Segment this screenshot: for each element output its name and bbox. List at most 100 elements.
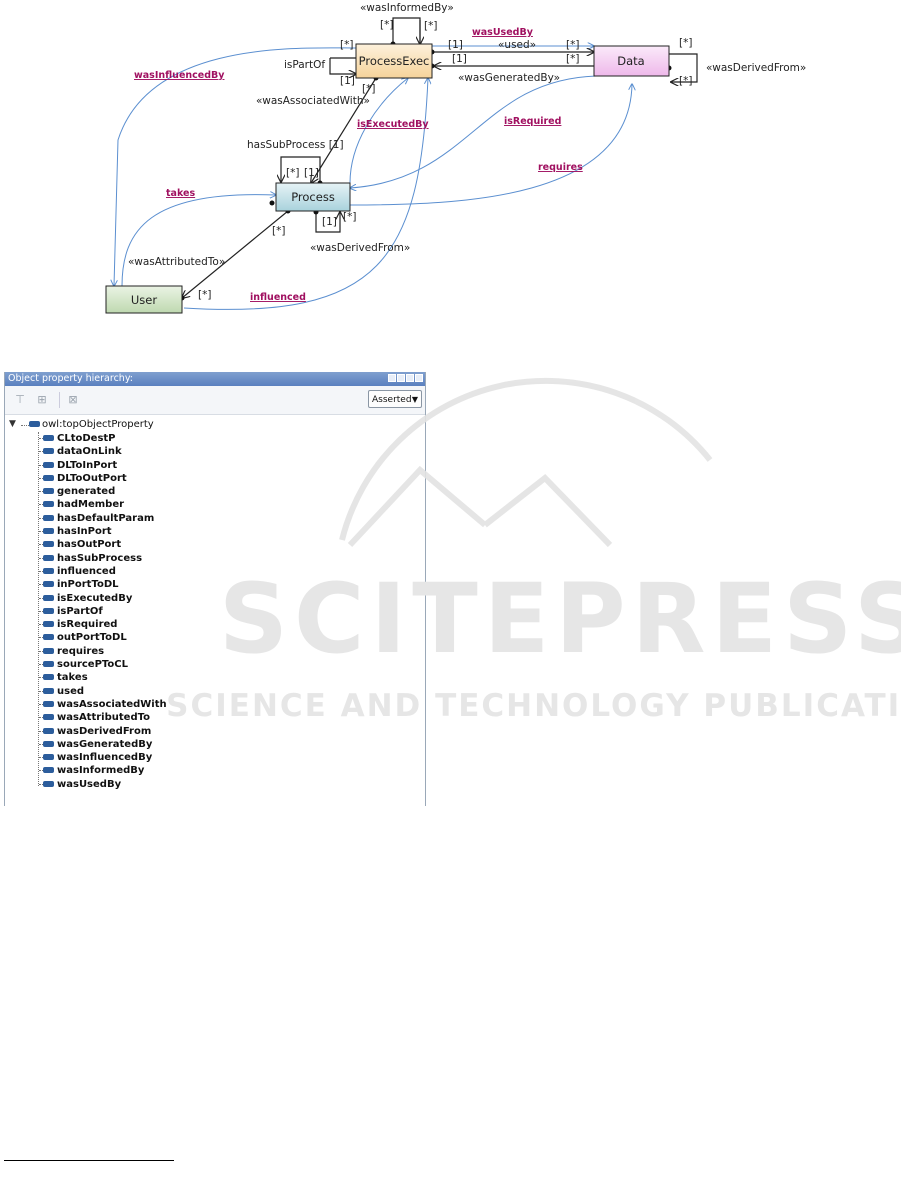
property-item[interactable]: wasAttributedTo [5,711,425,724]
node-data: Data [593,45,670,77]
property-item[interactable]: outPortToDL [5,631,425,644]
property-item[interactable]: hasOutPort [5,538,425,551]
label-is-part-of: isPartOf [284,59,325,71]
property-icon [43,700,54,707]
panel-title-bar: Object property hierarchy: [5,372,425,386]
property-item[interactable]: requires [5,645,425,658]
property-icon [43,594,54,601]
property-item[interactable]: dataOnLink [5,445,425,458]
property-icon [43,621,54,628]
property-item[interactable]: isPartOf [5,605,425,618]
edge-is-executed-by [349,78,408,184]
property-item[interactable]: CLtoDestP [5,432,425,445]
property-item[interactable]: wasInformedBy [5,764,425,777]
object-property-hierarchy-panel: Object property hierarchy: ⊤ ⊞ ⊠ Asserte… [4,372,426,806]
svg-text:[*]: [*] [566,39,579,51]
restore-icon[interactable] [397,374,405,382]
toolbar: ⊤ ⊞ ⊠ Asserted ▼ [5,386,425,415]
svg-text:[1]: [1] [304,167,319,179]
property-icon [43,634,54,641]
label-is-executed-by: isExecutedBy [357,119,429,130]
property-label: wasGeneratedBy [57,738,153,750]
property-label: hadMember [57,499,125,511]
svg-text:User: User [131,293,157,307]
label-was-derived-from-process: «wasDerivedFrom» [310,242,410,254]
pin-icon[interactable] [388,374,396,382]
svg-text:[*]: [*] [362,83,375,95]
property-icon [43,448,54,455]
property-item[interactable]: wasDerivedFrom [5,725,425,738]
property-item[interactable]: hasInPort [5,525,425,538]
property-label: influenced [57,565,116,577]
property-label: wasAssociatedWith [57,698,167,710]
edge-is-part-of [329,58,356,74]
add-sub-property-icon[interactable]: ⊤ [15,393,25,406]
label-requires: requires [538,162,583,173]
edge-is-required [350,75,597,188]
edge-has-sub-process [281,156,321,183]
property-icon [43,528,54,535]
property-label: generated [57,486,116,498]
property-icon [43,554,54,561]
property-item[interactable]: used [5,685,425,698]
property-item[interactable]: DLToInPort [5,459,425,472]
property-label: sourcePToCL [57,659,128,671]
property-item[interactable]: hasDefaultParam [5,512,425,525]
svg-text:[*]: [*] [272,225,285,237]
expand-triangle-icon[interactable]: ▼ [9,419,16,429]
label-was-informed-by: «wasInformedBy» [360,2,454,14]
property-item[interactable]: wasGeneratedBy [5,738,425,751]
property-item[interactable]: hasSubProcess [5,552,425,565]
label-was-generated-by: «wasGeneratedBy» [458,72,560,84]
property-item[interactable]: wasUsedBy [5,778,425,791]
property-label: wasDerivedFrom [57,725,152,737]
property-item[interactable]: generated [5,485,425,498]
svg-text:[*]: [*] [343,211,356,223]
uml-diagram: ProcessExec Data Process User «wasInform… [105,2,806,314]
svg-text:[1]: [1] [340,75,355,87]
svg-text:[*]: [*] [198,289,211,301]
close-icon[interactable] [415,374,423,382]
property-label: hasSubProcess [57,552,143,564]
property-icon [43,514,54,521]
property-item[interactable]: DLToOutPort [5,472,425,485]
label-was-derived-from-data: «wasDerivedFrom» [706,62,806,74]
edge-requires [349,84,632,206]
delete-property-icon[interactable]: ⊠ [59,392,82,408]
property-icon [43,727,54,734]
property-label: DLToOutPort [57,472,127,484]
property-label: dataOnLink [57,446,122,458]
property-label: requires [57,645,105,657]
property-icon [43,647,54,654]
svg-text:[1]: [1] [452,53,467,65]
property-item[interactable]: inPortToDL [5,578,425,591]
property-icon [43,740,54,747]
property-icon [43,754,54,761]
property-item[interactable]: influenced [5,565,425,578]
property-label: wasInformedBy [57,765,145,777]
svg-text:[*]: [*] [286,167,299,179]
root-label: owl:topObjectProperty [42,419,154,430]
property-icon [43,780,54,787]
edge-was-attributed-to [182,210,289,298]
label-was-used-by: wasUsedBy [472,27,534,38]
property-item[interactable]: wasInfluencedBy [5,751,425,764]
add-sibling-property-icon[interactable]: ⊞ [37,393,47,406]
property-item[interactable]: takes [5,671,425,684]
property-item[interactable]: isExecutedBy [5,592,425,605]
property-item[interactable]: hadMember [5,498,425,511]
asserted-dropdown[interactable]: Asserted ▼ [368,390,422,408]
tree-root[interactable]: ▼ owl:topObjectProperty [5,419,425,432]
svg-text:[*]: [*] [380,19,393,31]
svg-text:[1]: [1] [448,39,463,51]
property-item[interactable]: isRequired [5,618,425,631]
property-icon [43,687,54,694]
property-item[interactable]: wasAssociatedWith [5,698,425,711]
property-item[interactable]: sourcePToCL [5,658,425,671]
label-is-required: isRequired [504,116,561,127]
property-icon [43,581,54,588]
maximize-icon[interactable] [406,374,414,382]
property-icon [43,541,54,548]
